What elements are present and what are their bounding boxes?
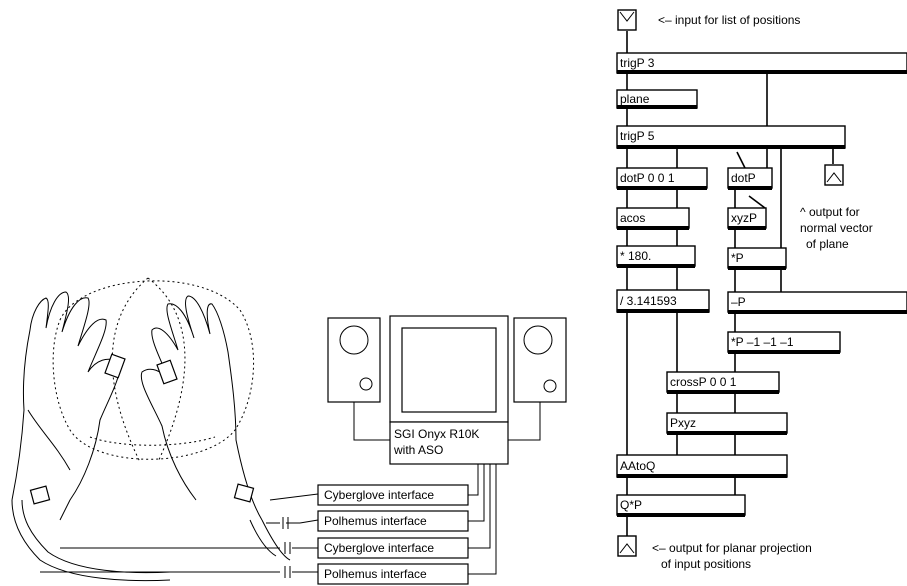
input-comment: <– input for list of positions xyxy=(658,13,800,27)
computer-label-line1: SGI Onyx R10K xyxy=(394,427,479,441)
user-with-gloves-illustration xyxy=(11,277,319,582)
svg-text:trigP 3: trigP 3 xyxy=(620,56,655,70)
svg-text:Pxyz: Pxyz xyxy=(670,416,696,430)
computer-box xyxy=(389,421,509,465)
polhemus-interface-1-label: Polhemus interface xyxy=(324,514,427,528)
svg-text:xyzP: xyzP xyxy=(731,211,757,225)
svg-text:* 180.: * 180. xyxy=(620,249,651,263)
object-minusP[interactable]: –P xyxy=(727,291,907,314)
normal-comment-line1: ^ output for xyxy=(800,205,860,219)
object-dotP[interactable]: dotP xyxy=(727,167,773,190)
svg-text:AAtoQ: AAtoQ xyxy=(620,459,655,473)
svg-text:Q*P: Q*P xyxy=(620,498,642,512)
object-crossP[interactable]: crossP 0 0 1 xyxy=(666,371,780,394)
object-mulP[interactable]: *P xyxy=(727,247,787,270)
speaker-right-icon xyxy=(513,317,567,403)
object-xyzP[interactable]: xyzP xyxy=(727,207,767,230)
object-plane[interactable]: plane xyxy=(616,89,698,109)
normal-outlet-box[interactable] xyxy=(824,164,844,186)
speaker-left-icon xyxy=(327,317,381,403)
object-mul180[interactable]: * 180. xyxy=(616,245,696,268)
svg-text:plane: plane xyxy=(620,92,650,106)
object-mulP-neg[interactable]: *P –1 –1 –1 xyxy=(727,331,841,354)
svg-text:dotP 0 0 1: dotP 0 0 1 xyxy=(620,171,675,185)
object-divide[interactable]: / 3.141593 xyxy=(616,289,710,313)
svg-text:trigP 5: trigP 5 xyxy=(620,129,655,143)
cyberglove-interface-1-label: Cyberglove interface xyxy=(324,488,434,502)
patch-diagram: <– input for list of positions trigP 3 p… xyxy=(616,9,907,571)
svg-text:–P: –P xyxy=(731,295,746,309)
normal-comment-line2: normal vector xyxy=(800,221,873,235)
output-outlet-box[interactable] xyxy=(617,535,637,557)
object-trigP3[interactable]: trigP 3 xyxy=(616,52,907,74)
polhemus-interface-2-label: Polhemus interface xyxy=(324,567,427,581)
output-comment-line2: of input positions xyxy=(661,557,751,571)
svg-text:/ 3.141593: / 3.141593 xyxy=(620,294,677,308)
object-dotP001[interactable]: dotP 0 0 1 xyxy=(616,167,708,190)
svg-text:crossP 0 0 1: crossP 0 0 1 xyxy=(670,375,737,389)
object-AAtoQ[interactable]: AAtoQ xyxy=(616,454,788,478)
normal-comment-line3: of plane xyxy=(806,237,849,251)
svg-text:dotP: dotP xyxy=(731,171,756,185)
object-Pxyz[interactable]: Pxyz xyxy=(666,412,788,435)
computer-label-line2: with ASO xyxy=(393,443,443,457)
object-QmulP[interactable]: Q*P xyxy=(616,494,746,517)
svg-text:acos: acos xyxy=(620,211,645,225)
hardware-setup: SGI Onyx R10K with ASO Cyberglove interf… xyxy=(317,315,567,585)
cyberglove-interface-2-label: Cyberglove interface xyxy=(324,541,434,555)
svg-text:*P –1 –1 –1: *P –1 –1 –1 xyxy=(731,335,794,349)
output-comment-line1: <– output for planar projection xyxy=(652,541,812,555)
svg-text:*P: *P xyxy=(731,251,744,265)
object-acos[interactable]: acos xyxy=(616,207,690,230)
object-trigP5[interactable]: trigP 5 xyxy=(616,125,846,149)
